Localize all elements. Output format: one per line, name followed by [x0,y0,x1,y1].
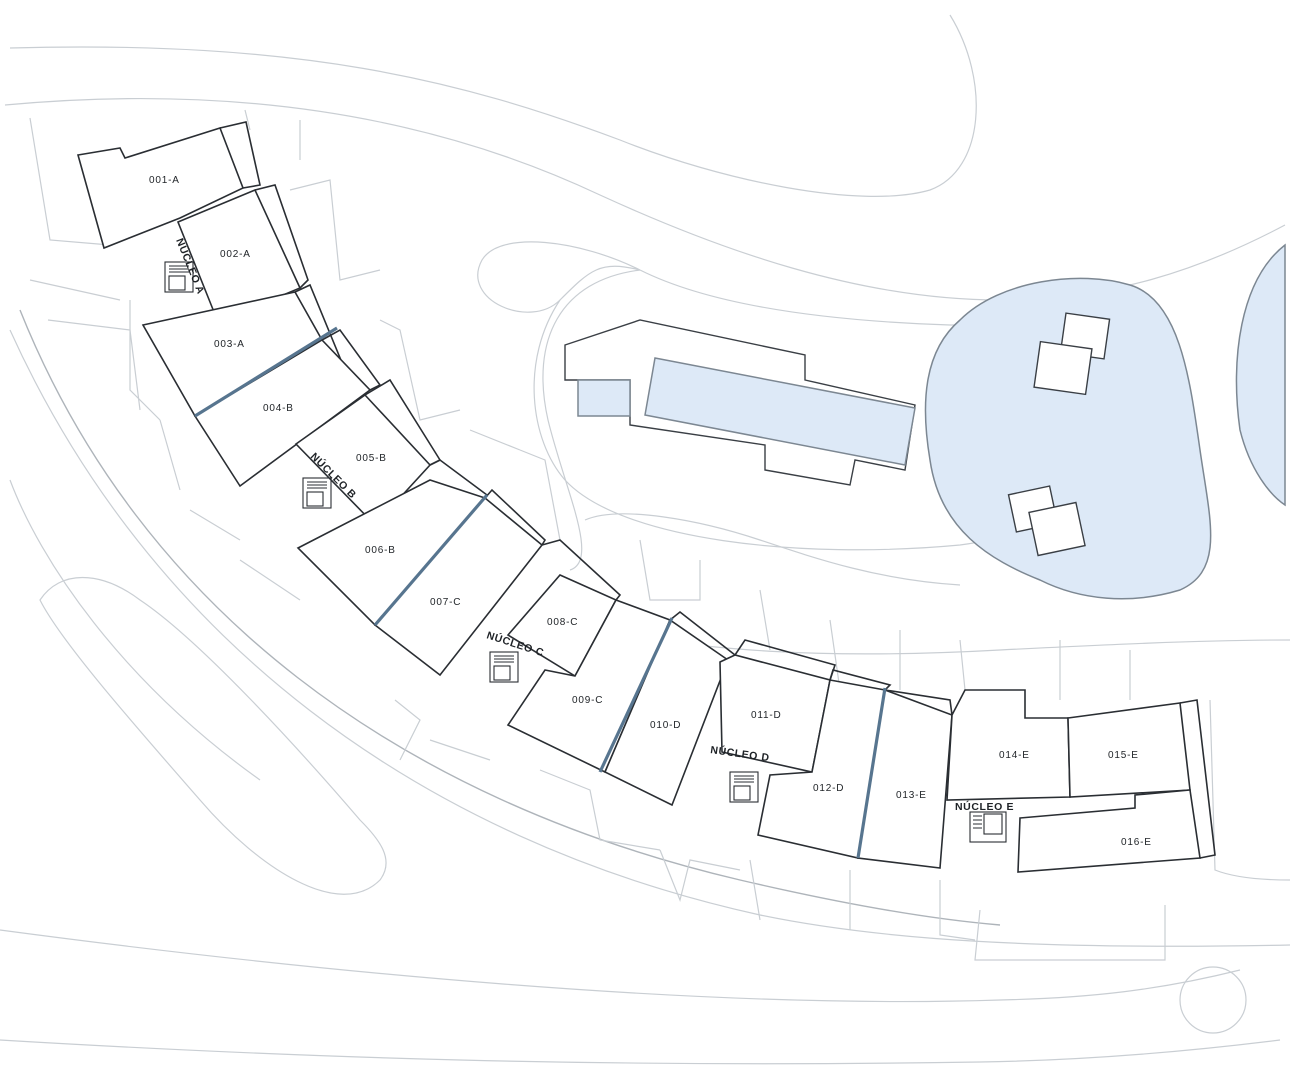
core-a-stair-icon [164,261,194,293]
unit-label-003-a: 003-A [214,339,245,350]
unit-label-009-c: 009-C [572,695,603,706]
unit-labels: 001-A 002-A 003-A 004-B 005-B 006-B 007-… [149,175,1152,848]
unit-label-014-e: 014-E [999,750,1030,761]
unit-dividers [194,326,887,859]
unit-label-016-e: 016-E [1121,837,1152,848]
main-pool [644,357,916,466]
small-pool [577,379,631,417]
unit-016-e[interactable] [1017,789,1201,873]
core-c-stair-icon [489,651,519,683]
lagoon-right [1235,243,1286,507]
unit-label-005-b: 005-B [356,453,387,464]
unit-label-011-d: 011-D [751,710,782,721]
lagoon [924,277,1212,600]
unit-label-008-c: 008-C [547,617,578,628]
unit-label-004-b: 004-B [263,403,294,414]
core-e-stair-icon [969,811,1007,843]
unit-label-015-e: 015-E [1108,750,1139,761]
lagoon-deck-4 [1028,501,1086,557]
core-d-stair-icon [729,771,759,803]
lagoon-deck-2 [1033,340,1093,396]
pool-area [564,243,1286,600]
core-b-stair-icon [302,477,332,509]
unit-001-a[interactable] [76,127,245,250]
unit-label-007-c: 007-C [430,597,461,608]
stair-cores [164,261,1007,843]
site-lines [0,14,1290,1065]
unit-label-013-e: 013-E [896,790,927,801]
unit-label-012-d: 012-D [813,783,844,794]
unit-label-001-a: 001-A [149,175,180,186]
unit-label-010-d: 010-D [650,720,681,731]
unit-label-002-a: 002-A [220,249,251,260]
unit-014-e[interactable] [946,689,1071,801]
core-label-e: NÚCLEO E [955,800,1014,813]
building [76,121,1216,873]
unit-label-006-b: 006-B [365,545,396,556]
